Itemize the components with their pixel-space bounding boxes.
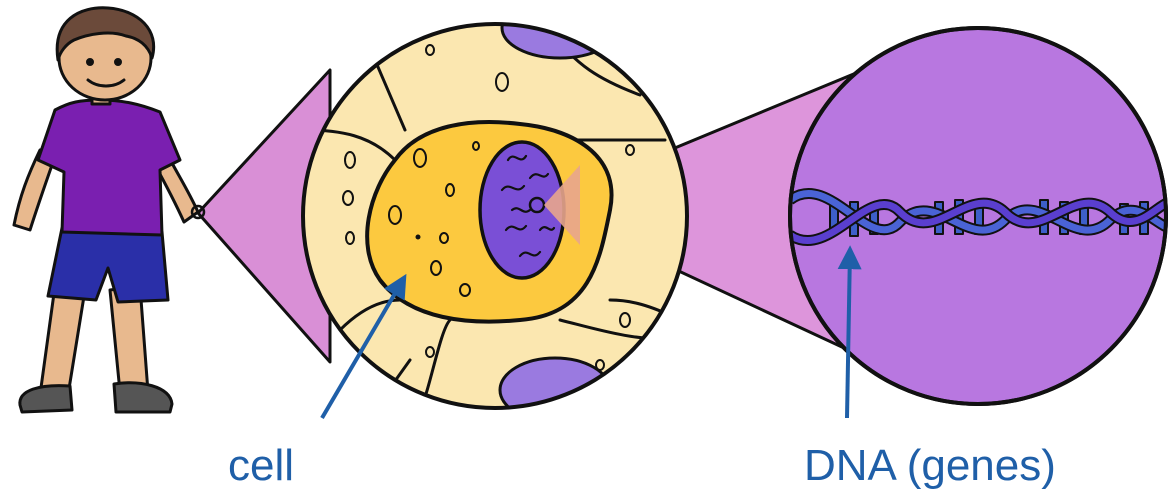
dna-label: DNA (genes)	[804, 444, 1056, 488]
cell-label: cell	[228, 444, 294, 488]
person-figure	[14, 8, 204, 412]
cell-circle	[300, 0, 700, 422]
